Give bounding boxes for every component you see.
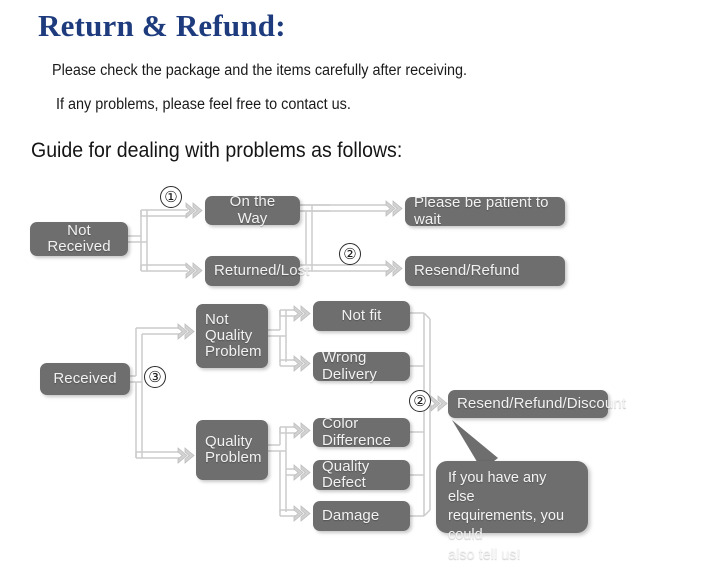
page-title: Return & Refund: bbox=[38, 8, 286, 43]
step-marker-3: ③ bbox=[144, 366, 166, 388]
return-refund-infographic: Return & Refund: Please check the packag… bbox=[30, 8, 626, 563]
node-quality-defect[interactable]: Quality Defect bbox=[313, 458, 410, 491]
node-received[interactable]: Received bbox=[40, 363, 130, 395]
step-marker-2-bottom: ② bbox=[409, 390, 431, 412]
arrowhead-not-quality-problem bbox=[177, 323, 195, 340]
intro-line-2: If any problems, please feel free to con… bbox=[56, 96, 351, 113]
step-marker-2-top: ② bbox=[339, 243, 361, 265]
node-please-be-patient[interactable]: Please be patient to wait bbox=[405, 195, 565, 227]
arrowhead-damage bbox=[293, 505, 311, 522]
node-wrong-delivery[interactable]: Wrong Delivery bbox=[313, 350, 410, 382]
flowchart-connectors bbox=[128, 200, 498, 522]
step-marker-1: ① bbox=[160, 186, 182, 208]
node-color-difference[interactable]: Color Difference bbox=[313, 416, 410, 448]
node-resend-refund-discount[interactable]: Resend/Refund/Discount bbox=[448, 390, 626, 418]
arrowhead-not-fit bbox=[293, 305, 311, 322]
arrowhead-please-wait bbox=[385, 200, 403, 217]
arrowhead-color-difference bbox=[293, 422, 311, 439]
node-resend-refund[interactable]: Resend/Refund bbox=[405, 256, 565, 286]
guide-heading: Guide for dealing with problems as follo… bbox=[31, 139, 403, 162]
problem-flowchart: Not Received On the Way Returned/Lost Pl… bbox=[30, 186, 626, 563]
callout-bubble: If you have any else requirements, you c… bbox=[436, 461, 588, 563]
intro-line-1: Please check the package and the items c… bbox=[52, 62, 468, 79]
node-returned-lost[interactable]: Returned/Lost bbox=[205, 256, 309, 286]
node-quality-problem[interactable]: Quality Problem bbox=[196, 420, 268, 480]
arrowhead-quality-problem bbox=[177, 447, 195, 464]
node-not-fit[interactable]: Not fit bbox=[313, 301, 410, 331]
node-on-the-way[interactable]: On the Way bbox=[205, 194, 300, 226]
arrowhead-wrong-delivery bbox=[293, 355, 311, 372]
arrowhead-on-the-way bbox=[185, 202, 203, 219]
node-not-quality-problem[interactable]: Not Quality Problem bbox=[196, 304, 268, 368]
arrowhead-returned-lost bbox=[185, 262, 203, 279]
arrowhead-resend-refund bbox=[385, 260, 403, 277]
arrowhead-quality-defect bbox=[293, 464, 311, 481]
node-not-received[interactable]: Not Received bbox=[30, 222, 128, 256]
arrowhead-resend-refund-discount bbox=[430, 395, 448, 412]
node-damage[interactable]: Damage bbox=[313, 501, 410, 531]
